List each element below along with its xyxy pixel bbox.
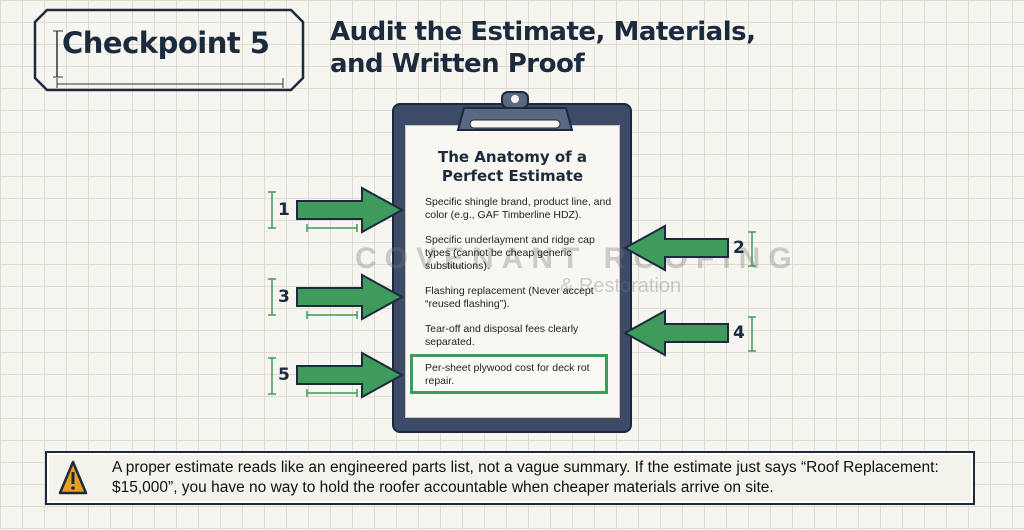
title-line-1: Audit the Estimate, Materials, [330, 17, 756, 47]
estimate-item-1: Specific shingle brand, product line, an… [425, 196, 612, 221]
warning-icon [58, 460, 88, 495]
estimate-heading: The Anatomy of a Perfect Estimate [405, 148, 620, 186]
estimate-item-4: Tear-off and disposal fees clearly separ… [425, 323, 579, 348]
estimate-item-5: Per-sheet plywood cost for deck rot repa… [425, 362, 590, 387]
arrow-right-icon [296, 186, 405, 234]
heading-line-1: The Anatomy of a [438, 148, 587, 166]
callout-number-2: 2 [733, 238, 745, 258]
warning-banner [45, 451, 975, 505]
callout-number-4: 4 [733, 323, 745, 343]
estimate-item-2: Specific underlayment and ridge cap type… [425, 234, 595, 272]
estimate-item-3: Flashing replacement (Never accept “reus… [425, 285, 594, 310]
checkpoint-badge-frame [33, 8, 305, 92]
watermark-subtitle: & Restoration [560, 275, 682, 297]
highlight-box [410, 354, 608, 394]
title-line-2: and Written Proof [330, 49, 585, 79]
checkpoint-label: Checkpoint 5 [62, 26, 270, 60]
callout-number-3: 3 [278, 287, 290, 307]
warning-text: A proper estimate reads like an engineer… [112, 459, 939, 496]
callout-number-5: 5 [278, 365, 290, 385]
arrow-right-icon [296, 351, 405, 399]
callout-number-1: 1 [278, 200, 290, 220]
arrow-right-icon [296, 273, 405, 321]
arrow-left-icon [622, 309, 729, 357]
page-title: Audit the Estimate, Materials, and Writt… [330, 16, 756, 80]
clipboard-clip-icon [456, 91, 574, 131]
heading-line-2: Perfect Estimate [441, 167, 584, 185]
